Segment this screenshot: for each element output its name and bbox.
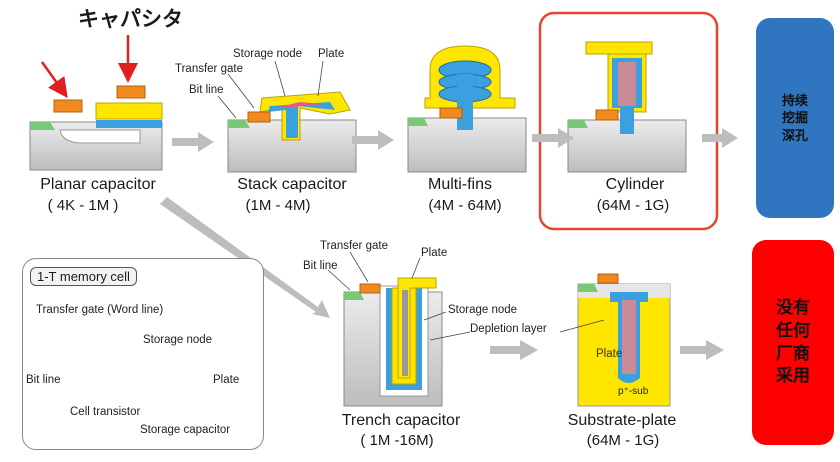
trench-capacitor-diagram xyxy=(343,277,443,407)
trench-label-transfer-gate: Transfer gate xyxy=(320,240,388,252)
arrow-trench-substrate xyxy=(490,340,538,360)
memory-cell-storage-capacitor: Storage capacitor xyxy=(140,424,231,436)
stack-range: (1M - 4M) xyxy=(245,197,311,214)
arrow-stack-multifin xyxy=(352,130,394,150)
multifin-range: (4M - 64M) xyxy=(428,197,502,214)
planar-range: ( 4K - 1M ) xyxy=(47,197,119,214)
heading-capacitor-jp: キャパシタ xyxy=(78,8,183,31)
memory-cell-transistor: Cell transistor xyxy=(70,406,141,418)
trench-label-bit-line: Bit line xyxy=(303,260,338,272)
stack-label-storage-node: Storage node xyxy=(233,48,303,60)
trench-label-depletion-layer: Depletion layer xyxy=(470,323,547,335)
cylinder-highlight-ring xyxy=(538,11,719,231)
stack-label-transfer-gate: Transfer gate xyxy=(175,63,243,75)
annotation-text-deep-hole: 持续 挖掘 深孔 xyxy=(781,92,808,143)
cylinder-range: (64M - 1G) xyxy=(596,197,670,214)
heading-arrow-1 xyxy=(40,61,68,99)
arrow-planar-stack xyxy=(172,132,214,152)
arrow-planar-trench xyxy=(160,197,330,318)
multifin-capacitor-diagram xyxy=(407,45,527,173)
memory-cell-title: 1-T memory cell xyxy=(30,267,137,286)
arrow-cylinder-next xyxy=(702,128,738,148)
stack-label-plate: Plate xyxy=(318,48,345,60)
stack-capacitor-diagram xyxy=(227,91,357,173)
arrow-substrate-next xyxy=(680,340,724,360)
substrate-range: (64M - 1G) xyxy=(586,432,660,449)
substrate-title: Substrate-plate xyxy=(567,412,677,429)
memory-cell-transfer-gate: Transfer gate (Word line) xyxy=(36,304,164,316)
trench-title: Trench capacitor xyxy=(341,412,461,429)
multifin-title: Multi-fins xyxy=(427,176,492,193)
trench-label-storage-node: Storage node xyxy=(448,304,518,316)
leader-lines xyxy=(217,60,605,341)
memory-cell-plate: Plate xyxy=(213,374,240,386)
stack-title: Stack capacitor xyxy=(237,176,347,193)
trench-range: ( 1M -16M) xyxy=(360,432,434,449)
memory-cell-storage-node: Storage node xyxy=(143,334,213,346)
trench-label-plate: Plate xyxy=(421,247,448,259)
substrate-label-psub: p⁺-sub xyxy=(618,386,649,397)
planar-capacitor-diagram xyxy=(29,85,163,171)
annotation-box-deep-hole: 持续 挖掘 深孔 xyxy=(756,18,834,218)
planar-title: Planar capacitor xyxy=(40,176,156,193)
annotation-box-not-adopted: 没有 任何 厂商 采用 xyxy=(752,240,834,445)
substrate-label-plate: Plate xyxy=(596,348,623,360)
annotation-text-not-adopted: 没有 任何 厂商 采用 xyxy=(776,297,810,386)
memory-cell-panel xyxy=(22,258,264,450)
cylinder-capacitor-diagram xyxy=(567,41,687,173)
substrate-plate-diagram xyxy=(577,273,671,407)
memory-cell-bit-line: Bit line xyxy=(26,374,61,386)
arrow-multifin-cylinder xyxy=(532,128,574,148)
cylinder-title: Cylinder xyxy=(605,176,665,193)
stack-label-bit-line: Bit line xyxy=(189,84,224,96)
